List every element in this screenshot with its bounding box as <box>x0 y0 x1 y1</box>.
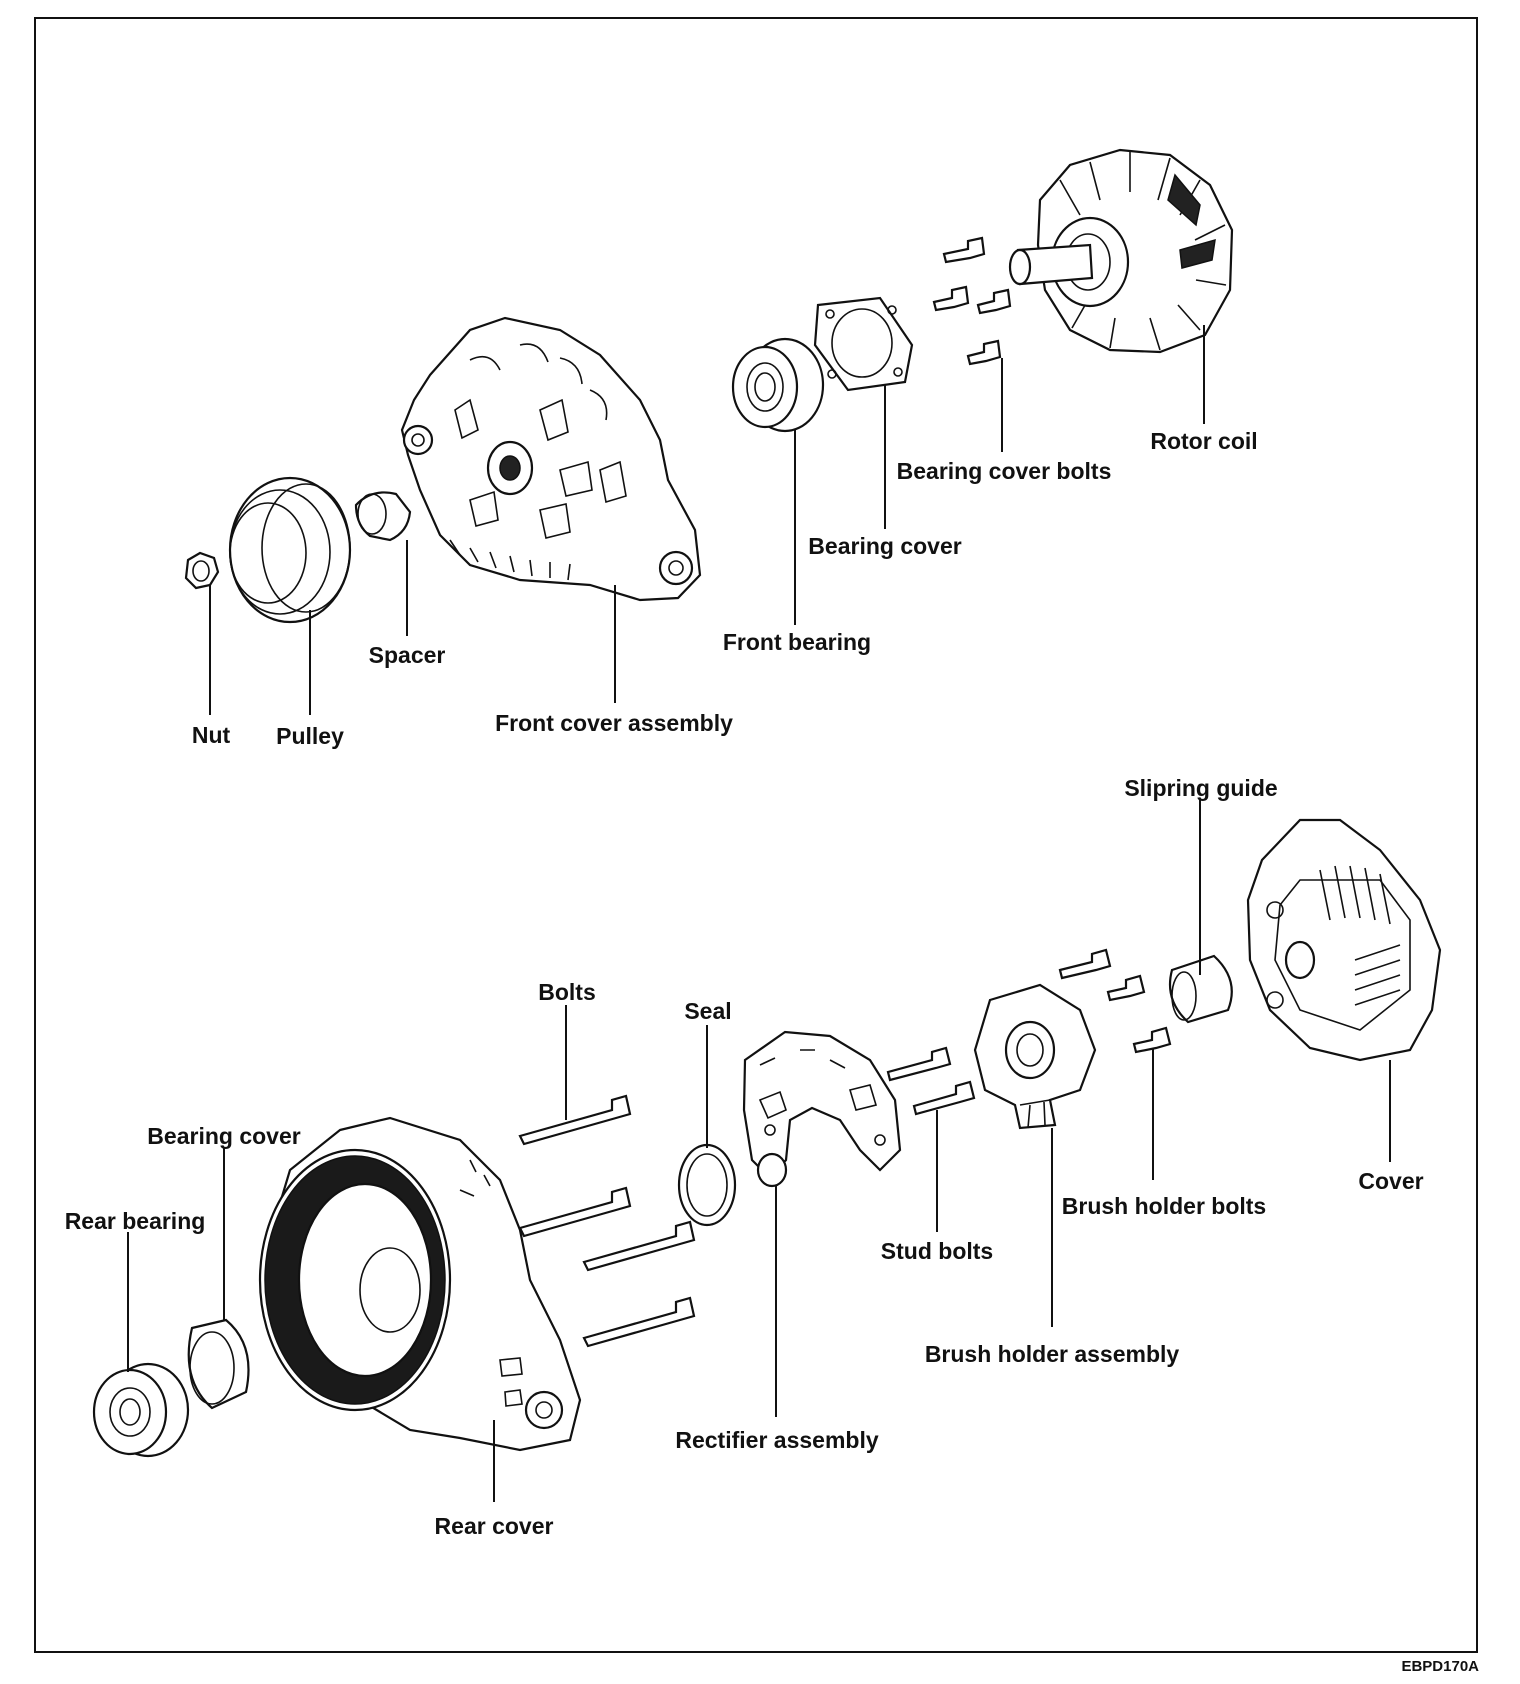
label-rectifier-assembly: Rectifier assembly <box>675 1427 879 1453</box>
label-bearing-cover-top: Bearing cover <box>808 533 962 559</box>
bearing-cover-bottom-part <box>187 1318 250 1410</box>
rear-bearing-part <box>92 1362 190 1458</box>
leader-lines <box>127 325 1391 1502</box>
front-bearing-part <box>731 337 825 433</box>
label-rear-bearing: Rear bearing <box>64 1208 206 1234</box>
label-cover: Cover <box>1358 1168 1424 1194</box>
rear-cover-part <box>258 1116 582 1452</box>
label-bolts: Bolts <box>538 979 596 1005</box>
slipring-guide-part <box>1168 954 1233 1024</box>
label-bearing-cover-bottom: Bearing cover <box>147 1123 301 1149</box>
nut-part <box>184 551 220 590</box>
label-brush-holder-assembly: Brush holder assembly <box>924 1341 1180 1367</box>
spacer-part <box>354 491 412 542</box>
brush-holder-assembly-part <box>973 983 1097 1130</box>
label-brush-holder-bolts: Brush holder bolts <box>1061 1193 1267 1219</box>
diagram-code: EBPD170A <box>1401 1658 1479 1675</box>
cover-part <box>1246 818 1442 1062</box>
label-rear-cover: Rear cover <box>434 1513 554 1539</box>
label-seal: Seal <box>684 998 732 1024</box>
label-pulley: Pulley <box>276 723 344 749</box>
bolts-part <box>518 1094 696 1348</box>
label-spacer: Spacer <box>368 642 446 668</box>
label-front-cover-assembly: Front cover assembly <box>495 710 733 736</box>
label-slipring-guide: Slipring guide <box>1124 775 1278 801</box>
pulley-part <box>228 476 352 624</box>
front-cover-assembly-part <box>400 316 702 602</box>
seal-part <box>677 1143 737 1227</box>
label-front-bearing: Front bearing <box>722 629 872 655</box>
diagram-border <box>34 17 1478 1653</box>
bearing-cover-bolts-part <box>932 236 1012 366</box>
label-bearing-cover-bolts: Bearing cover bolts <box>896 458 1112 484</box>
stud-bolts-part <box>886 1046 976 1116</box>
rotor-coil-part <box>1008 148 1234 354</box>
rectifier-assembly-part <box>742 1030 902 1188</box>
label-nut: Nut <box>191 722 231 748</box>
brush-holder-bolts-part <box>1058 948 1172 1054</box>
bearing-cover-top-part <box>813 296 914 392</box>
label-stud-bolts: Stud bolts <box>880 1238 994 1264</box>
label-rotor-coil: Rotor coil <box>1150 428 1258 454</box>
